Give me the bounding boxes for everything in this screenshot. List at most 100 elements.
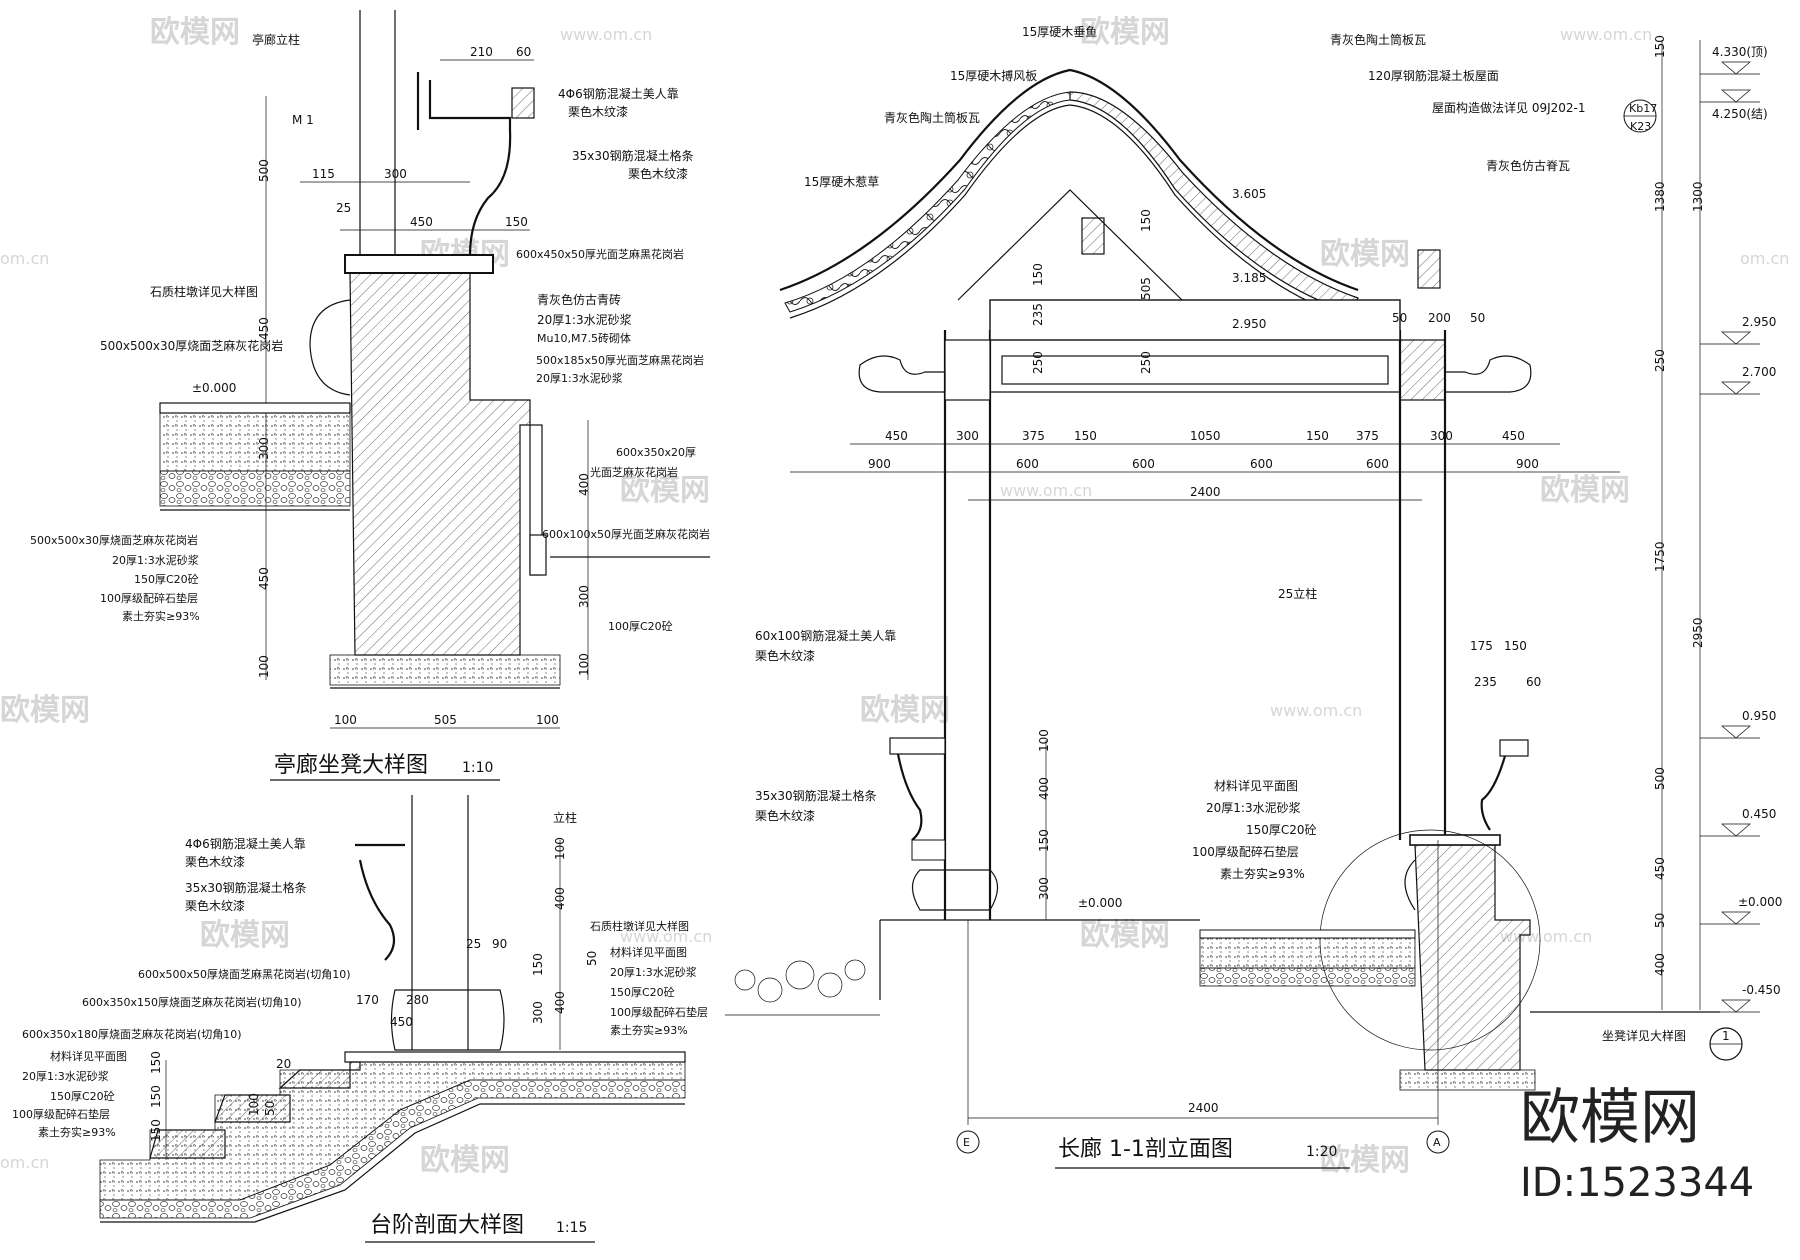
dim-text: 400	[553, 991, 567, 1014]
dim-text: 450	[885, 429, 908, 443]
footing	[1399, 1069, 1536, 1091]
dim-text: 1300	[1691, 181, 1705, 212]
watermark-text: 欧模网	[420, 1143, 510, 1178]
concrete-layer	[1199, 937, 1416, 969]
platform-slab	[344, 1051, 686, 1063]
dim-text: 150	[1504, 639, 1527, 653]
bench-rail	[1499, 739, 1529, 757]
callout: 100厚级配碎石垫层	[610, 1005, 708, 1019]
brand-id: ID:1523344	[1520, 1160, 1754, 1206]
callout: 栗色木纹漆	[628, 167, 688, 181]
bench-detail: 亭廊立柱 4Φ6钢筋混凝土美人靠 栗色木纹漆 35x30钢筋混凝土格条 栗色木纹…	[30, 10, 710, 781]
dim-text: 2950	[1691, 617, 1705, 648]
callout: 100厚级配碎石垫层	[1192, 844, 1299, 859]
dim-text: 2400	[1190, 485, 1221, 499]
backrest-curve	[1480, 755, 1507, 831]
pier-half-round	[309, 299, 351, 396]
gable-frame	[957, 189, 1183, 301]
shrub-symbol	[725, 959, 880, 1016]
callout: 材料详见平面图	[50, 1049, 127, 1063]
dim-text: 20	[276, 1057, 291, 1071]
brand-stamp: 欧模网 ID:1523344	[1520, 1083, 1754, 1206]
dim-text: 150	[149, 1085, 163, 1108]
watermark-text: 欧模网	[860, 693, 950, 728]
callout: 材料详见平面图	[610, 945, 687, 959]
watermark-url: www.om.cn	[1560, 25, 1652, 44]
callout: 600x350x180厚烧面芝麻灰花岗岩(切角10)	[22, 1027, 242, 1041]
backrest-curve	[896, 753, 923, 841]
callout: 35x30钢筋混凝土格条	[185, 880, 307, 895]
elevation-text: 3.185	[1232, 271, 1266, 285]
callout: 素土夯实≥93%	[1220, 866, 1305, 881]
callout: 材料详见平面图	[1214, 778, 1298, 793]
callout: 青灰色仿古脊瓦	[1486, 158, 1570, 173]
callout: 20厚1:3水泥砂浆	[1206, 800, 1301, 815]
detail-number: 1	[1722, 1029, 1730, 1043]
elevation-text: ±0.000	[1738, 895, 1782, 909]
seat-slab	[344, 254, 494, 274]
callout: 20厚1:3水泥砂浆	[536, 371, 623, 385]
column-label: 25立柱	[1278, 586, 1317, 601]
callout: 栗色木纹漆	[185, 855, 245, 869]
roof-inner-curve	[789, 104, 1351, 319]
dim-text: 25	[336, 201, 351, 215]
callout: 石质柱墩详见大样图	[590, 919, 689, 933]
ref-tag-bottom: K23	[1630, 120, 1651, 133]
callout: 150厚C20砼	[134, 573, 199, 586]
watermark-url: om.cn	[0, 1153, 49, 1172]
elevation-text: ±0.000	[192, 381, 236, 395]
elevation-text: 2.950	[1232, 317, 1266, 331]
dim-text: 150	[1306, 429, 1329, 443]
callout: 35x30钢筋混凝土格条	[755, 788, 877, 803]
dim-text: 300	[956, 429, 979, 443]
watermark-text: 欧模网	[150, 15, 240, 50]
watermark-text: 欧模网	[1320, 237, 1410, 272]
ground-line	[100, 1103, 685, 1223]
dim-text: 375	[1356, 429, 1379, 443]
dim-text: 450	[1653, 857, 1667, 880]
axis-bubble-a: A	[1426, 1130, 1450, 1154]
dim-text: 100	[577, 653, 591, 676]
callout: 150厚C20砼	[610, 986, 675, 999]
callout: 栗色木纹漆	[568, 105, 628, 119]
elevation-text: ±0.000	[1078, 896, 1122, 910]
detail-marker: 1	[1709, 1027, 1743, 1061]
brick-body	[349, 272, 531, 656]
drawing-title: 长廊 1-1剖立面图	[1058, 1137, 1233, 1162]
dim-text: 500	[257, 159, 271, 182]
watermark-text: 欧模网	[1540, 473, 1630, 508]
bench-block	[911, 839, 946, 861]
dim-text: 600	[1132, 457, 1155, 471]
cloud-bracket	[858, 355, 946, 393]
bench-rail	[889, 737, 946, 755]
watermark-text: 欧模网	[620, 473, 710, 508]
callout: 100厚级配碎石垫层	[12, 1107, 110, 1121]
brick-body	[1414, 844, 1531, 1071]
post-label: 亭廊立柱	[252, 32, 300, 47]
column-head-section	[1399, 339, 1446, 401]
callout: 15厚硬木搏风板	[950, 69, 1037, 83]
watermark-text: 欧模网	[1080, 15, 1170, 50]
callout: 60x100钢筋混凝土美人靠	[755, 628, 896, 643]
elevation-text: 3.605	[1232, 187, 1266, 201]
backrest-curve	[355, 843, 405, 961]
watermark-url: www.om.cn	[1000, 481, 1092, 500]
callout: 15厚硬木垂鱼	[1022, 25, 1097, 39]
dim-text: 600	[1250, 457, 1273, 471]
dim-text: 300	[384, 167, 407, 181]
dim-text: 450	[257, 317, 271, 340]
dim-text: 100	[334, 713, 357, 727]
dim-text: 400	[1037, 777, 1051, 800]
dim-text: 150	[1139, 209, 1153, 232]
watermark-text: 欧模网	[200, 918, 290, 953]
backrest-rail	[511, 87, 535, 119]
dim-text: 2400	[1188, 1101, 1219, 1115]
dim-text: 60	[1526, 675, 1541, 689]
dim-text: 1050	[1190, 429, 1221, 443]
dim-text: 400	[1653, 953, 1667, 976]
dim-text: 150	[149, 1119, 163, 1142]
pier-half-round	[1404, 859, 1416, 911]
dim-text: 100	[257, 655, 271, 678]
callout: 500x500x30厚烧面芝麻灰花岗岩	[30, 533, 198, 547]
dim-text: 600	[1366, 457, 1389, 471]
